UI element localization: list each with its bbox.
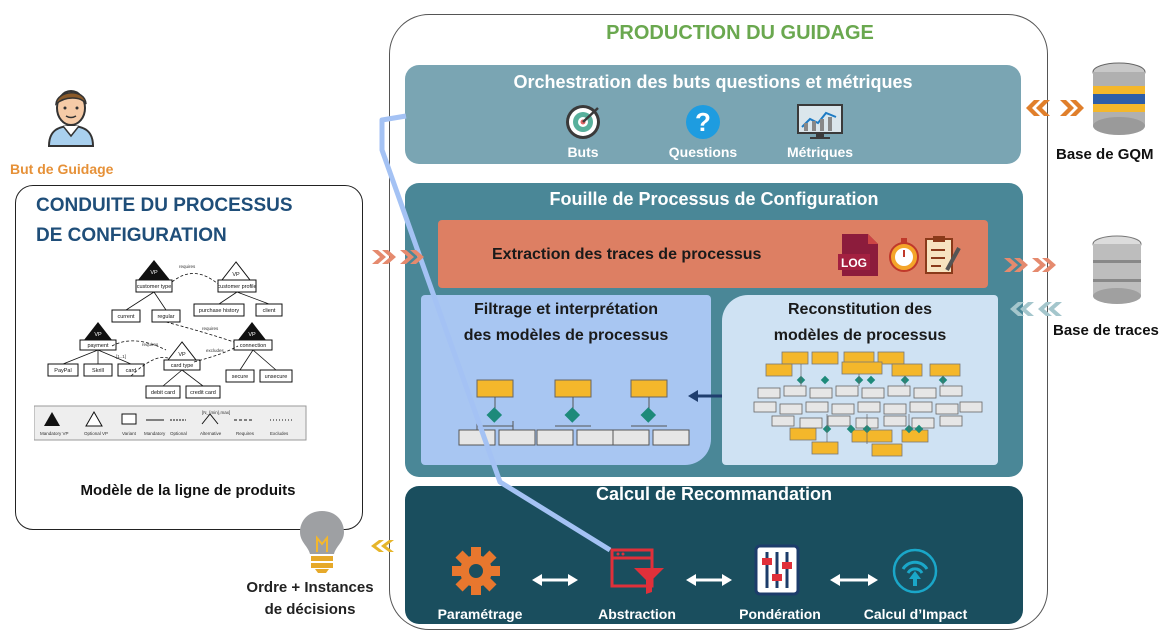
calcul-impact-label: Calcul d’Impact xyxy=(863,606,968,622)
question-icon: ? xyxy=(685,104,721,140)
recommandation-title: Calcul de Recommandation xyxy=(595,484,833,504)
filtrage-line1: Filtrage et interprétation xyxy=(473,301,659,318)
reco-arrows xyxy=(532,574,878,586)
recommandation-panel xyxy=(405,486,1023,624)
svg-text:VP: VP xyxy=(94,332,102,338)
checklist-icon xyxy=(923,234,961,276)
gqm-database-icon xyxy=(1091,60,1147,140)
output-chevrons-right xyxy=(1004,258,1056,272)
svg-text:payment: payment xyxy=(87,343,109,349)
svg-text:requires: requires xyxy=(142,342,159,347)
stopwatch-icon xyxy=(887,236,921,274)
conduite-title-line1: CONDUITE DU PROCESSUS xyxy=(36,195,293,216)
svg-text:requires: requires xyxy=(202,326,219,331)
svg-text:regular: regular xyxy=(157,314,174,320)
svg-text:?: ? xyxy=(695,107,711,137)
svg-text:credit card: credit card xyxy=(190,390,216,396)
svg-text:Mandatory: Mandatory xyxy=(144,431,166,436)
parametrage-label: Paramétrage xyxy=(437,606,523,622)
svg-text:Mandatory VP: Mandatory VP xyxy=(40,431,69,436)
svg-text:[N_{min},max]: [N_{min},max] xyxy=(202,410,230,415)
metriques-label: Métriques xyxy=(786,144,854,160)
ordre-line2: de décisions xyxy=(264,601,356,618)
ordre-line1: Ordre + Instances xyxy=(246,579,374,596)
user-avatar-icon xyxy=(45,84,97,148)
metrics-icon xyxy=(796,103,844,141)
gear-icon xyxy=(451,546,501,596)
svg-text:purchase history: purchase history xyxy=(199,308,240,314)
svg-text:PayPal: PayPal xyxy=(54,368,71,374)
sliders-icon xyxy=(754,544,800,596)
svg-text:customer type: customer type xyxy=(137,284,172,290)
svg-text:requires: requires xyxy=(179,264,196,269)
svg-text:Excludes: Excludes xyxy=(270,431,289,436)
svg-text:VP: VP xyxy=(150,270,158,276)
svg-text:Optional: Optional xyxy=(170,431,187,436)
log-file-icon: LOG xyxy=(836,232,882,278)
svg-text:VP: VP xyxy=(248,332,256,338)
svg-text:excludes: excludes xyxy=(206,348,225,353)
svg-text:Variant: Variant xyxy=(122,431,137,436)
production-frame xyxy=(389,14,1048,630)
svg-text:customer profile: customer profile xyxy=(217,284,256,290)
feature-model-diagram: VP customer type current regular VP cust… xyxy=(34,260,307,441)
svg-text:[1..1]: [1..1] xyxy=(116,354,126,359)
production-title: PRODUCTION DU GUIDAGE xyxy=(606,22,874,44)
abstraction-label: Abstraction xyxy=(598,606,676,622)
svg-text:current: current xyxy=(117,314,135,320)
svg-text:VP: VP xyxy=(232,272,240,278)
extraction-label: Extraction des traces de processus xyxy=(492,246,762,263)
svg-text:LOG: LOG xyxy=(841,256,867,270)
target-icon xyxy=(564,103,602,141)
reconstituted-process-model xyxy=(753,351,983,457)
ponderation-label: Pondération xyxy=(739,606,821,622)
svg-text:secure: secure xyxy=(232,374,249,380)
buts-label: Buts xyxy=(567,144,599,160)
output-chevrons-left xyxy=(371,540,394,552)
impact-icon xyxy=(891,547,939,595)
filtrage-line2: des modèles de processus xyxy=(463,327,669,344)
svg-text:Skrill: Skrill xyxy=(92,368,104,374)
svg-text:Optional VP: Optional VP xyxy=(84,431,108,436)
svg-text:card: card xyxy=(126,368,137,374)
svg-text:card type: card type xyxy=(171,363,194,369)
flow-connector xyxy=(379,113,612,553)
gqm-bidirectional-chevrons xyxy=(1026,100,1084,116)
but-guidage-label: But de Guidage xyxy=(10,161,114,177)
filtrage-process-models xyxy=(458,379,690,446)
traces-chevrons-left xyxy=(1010,302,1062,316)
svg-text:unsecure: unsecure xyxy=(265,374,288,380)
svg-text:debit card: debit card xyxy=(151,390,175,396)
process-fragment xyxy=(612,379,690,446)
input-chevrons-right xyxy=(372,250,424,264)
conduite-title-line2: DE CONFIGURATION xyxy=(36,225,227,246)
svg-text:connection: connection xyxy=(240,343,267,349)
svg-text:Alternative: Alternative xyxy=(200,431,222,436)
reconstitution-line1: Reconstitution des xyxy=(787,301,932,318)
svg-text:client: client xyxy=(263,308,276,314)
orchestration-title: Orchestration des buts questions et métr… xyxy=(513,72,913,92)
traces-database-icon xyxy=(1091,234,1143,308)
modele-ligne-label: Modèle de la ligne de produits xyxy=(80,482,296,499)
base-gqm-label: Base de GQM xyxy=(1056,146,1154,163)
svg-text:Requires: Requires xyxy=(236,431,255,436)
reconstitution-line2: modèles de processus xyxy=(773,327,947,344)
fouille-title: Fouille de Processus de Configuration xyxy=(549,189,879,209)
svg-text:VP: VP xyxy=(178,352,186,358)
funnel-window-icon xyxy=(610,546,666,596)
base-traces-label: Base de traces xyxy=(1053,322,1159,339)
lightbulb-icon xyxy=(296,508,348,574)
questions-label: Questions xyxy=(668,144,738,160)
